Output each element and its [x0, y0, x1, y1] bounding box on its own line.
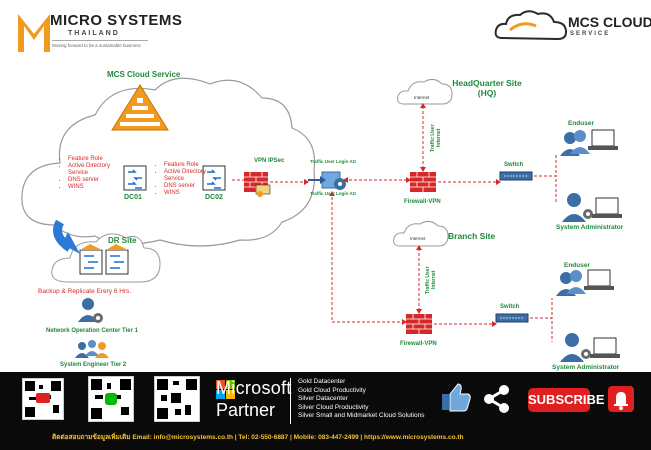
network-diagram-canvas: [21, 77, 622, 362]
hq-firewall-icon: [410, 172, 436, 192]
micro-systems-logo-mark-icon: [18, 14, 50, 52]
dc02-roles: Feature Role Active Directory Service DN…: [154, 162, 214, 197]
branch-admin-label: System Administrator: [552, 364, 620, 371]
branch-internet-label: Internet: [410, 236, 426, 241]
branch-admin-icon: [560, 333, 620, 362]
hq-internet-cloud: [397, 78, 453, 105]
dc01-label: DC01: [124, 194, 142, 201]
dc02-server-icon: [202, 165, 226, 191]
notification-bell-icon[interactable]: [608, 386, 634, 412]
vpn-ipsec-label: VPN IPSec: [254, 158, 285, 164]
like-icon[interactable]: [438, 380, 472, 414]
traffic-ad-bottom-label: Traffic User Login AD: [310, 191, 356, 196]
hq-traffic-label: Traffic User Internet: [430, 124, 442, 152]
brand-sub: THAILAND: [68, 30, 120, 37]
subscribe-button[interactable]: SUBSCRIBE: [528, 388, 605, 412]
engineer-label: System Engineer Tier 2: [60, 362, 127, 368]
branch-internet-cloud: [393, 220, 449, 247]
dr-server-icon-2: [105, 244, 129, 275]
hq-admin-icon: [562, 193, 622, 222]
brand-name: MICRO SYSTEMS: [50, 12, 183, 29]
ms-partner-divider: [290, 378, 291, 424]
dc02-role: WINS: [164, 190, 214, 197]
dc01-role: Active Directory Service: [68, 163, 124, 177]
connector-arrowheads: [304, 103, 501, 327]
cloud-brand-sub: SERVICE: [570, 31, 611, 37]
branch-firewall-label: Firewall-VPN: [400, 341, 437, 347]
competency-item: Gold Cloud Productivity: [298, 386, 366, 394]
organization-icon: [111, 84, 169, 131]
line-icon: [105, 393, 117, 405]
hq-admin-label: System Administrator: [556, 224, 624, 231]
qr-code-youtube[interactable]: [22, 378, 64, 420]
competency-item: Silver Small and Midmarket Cloud Solutio…: [298, 412, 425, 419]
replication-arrow-icon: [53, 219, 80, 254]
dc01-role: DNS server: [68, 177, 124, 184]
mcs-cloud-shape: [21, 77, 316, 247]
dc01-role: WINS: [68, 184, 124, 191]
hq-title-line2: (HQ): [477, 88, 497, 98]
engineer-icon: [75, 340, 109, 358]
cloud-title: MCS Cloud Service: [107, 70, 181, 79]
dc01-server-icon: [123, 165, 147, 191]
noc-icon: [78, 298, 103, 323]
hq-switch-icon: [499, 171, 533, 181]
contact-line: ติดต่อสอบถามข้อมูลเพิ่มเติม Email: info@…: [52, 434, 464, 441]
branch-enduser-icon: [556, 269, 614, 296]
hq-title-line1: HeadQuarter Site: [452, 78, 522, 88]
dr-server-icon-1: [79, 244, 103, 275]
traffic-ad-top-label: Traffic User Login AD: [310, 159, 356, 164]
cloud-brand-title: MCS CLOUD: [568, 14, 651, 30]
competency-item: Silver Cloud Productivity: [298, 403, 369, 411]
competency-item: Silver Datacenter: [298, 395, 348, 402]
hq-enduser-label: Enduser: [568, 120, 595, 127]
ms-partner-name-2: Partner: [216, 400, 276, 420]
cloud-logo-icon: [494, 10, 568, 41]
microsoft-logo-icon: [216, 380, 236, 400]
hq-enduser-icon: [560, 129, 618, 156]
brand-divider: [52, 40, 148, 41]
hq-firewall-label: Firewall-VPN: [404, 199, 441, 205]
dc02-label: DC02: [205, 194, 223, 201]
branch-title: Branch Site: [448, 231, 496, 241]
dc01-roles: Feature Role Active Directory Service DN…: [58, 156, 124, 191]
ad-login-icon: [308, 171, 346, 190]
brand-logo: MICRO SYSTEMS THAILAND Moving forward to…: [14, 6, 182, 58]
hq-internet-label: Internet: [414, 95, 430, 100]
qr-code-line[interactable]: [88, 376, 134, 422]
brand-tagline: Moving forward to be a sustainable busin…: [52, 43, 141, 48]
dc02-role: Feature Role: [164, 162, 214, 169]
ms-partner-name-1: Microsoft: [216, 378, 292, 398]
cloud-service-logo: MCS CLOUD SERVICE: [492, 6, 651, 50]
qr-code-website[interactable]: [154, 376, 200, 422]
connector-lines: [232, 106, 557, 342]
competency-item: Gold Datacenter: [298, 378, 346, 385]
dc02-role: DNS server: [164, 183, 214, 190]
backup-label: Backup & Replicate Erery 6 Hrs.: [38, 288, 132, 295]
dc02-role: Active Directory Service: [164, 169, 214, 183]
hq-switch-label: Switch: [504, 162, 524, 168]
dc01-role: Feature Role: [68, 156, 124, 163]
hq-title: HeadQuarter Site (HQ): [440, 78, 534, 98]
branch-switch-label: Switch: [500, 304, 520, 310]
branch-enduser-label: Enduser: [564, 262, 591, 269]
branch-traffic-label: Traffic User Internet: [425, 266, 437, 294]
branch-switch-icon: [495, 313, 529, 323]
branch-firewall-icon: [406, 314, 432, 334]
youtube-icon: [36, 393, 50, 403]
dr-title: DR Site: [108, 236, 137, 245]
competency-list: Gold Datacenter Gold Cloud Productivity …: [298, 378, 424, 421]
noc-label: Network Operation Center Tier 1: [46, 328, 138, 334]
share-icon[interactable]: [482, 384, 512, 414]
cloud-firewall-icon: [244, 172, 271, 197]
